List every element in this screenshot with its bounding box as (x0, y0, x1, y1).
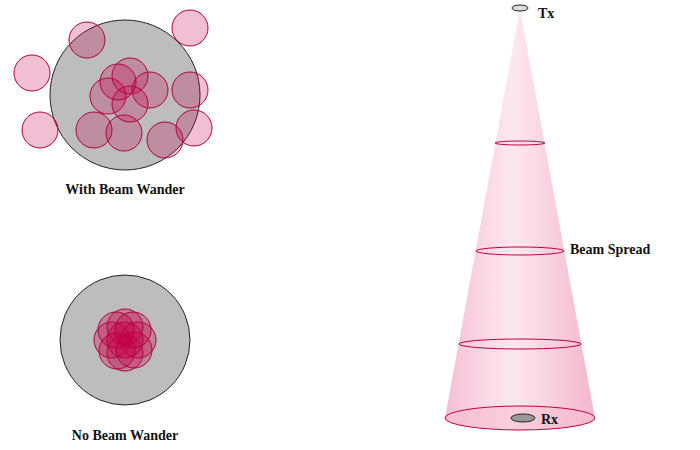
beam-spots (14, 10, 212, 158)
transmitter-label: Tx (538, 6, 554, 21)
receiver-aperture (511, 414, 535, 422)
caption-label: With Beam Wander (65, 182, 184, 197)
beam-spots (94, 309, 156, 371)
receiver-label: Rx (541, 412, 558, 427)
caption-label: No Beam Wander (72, 428, 178, 443)
transmitter-aperture (512, 5, 528, 11)
annotation-label: Beam Spread (570, 242, 650, 257)
beam-cone (445, 9, 595, 430)
beam-cross-sections (445, 141, 595, 430)
receiver-aperture (60, 275, 190, 405)
